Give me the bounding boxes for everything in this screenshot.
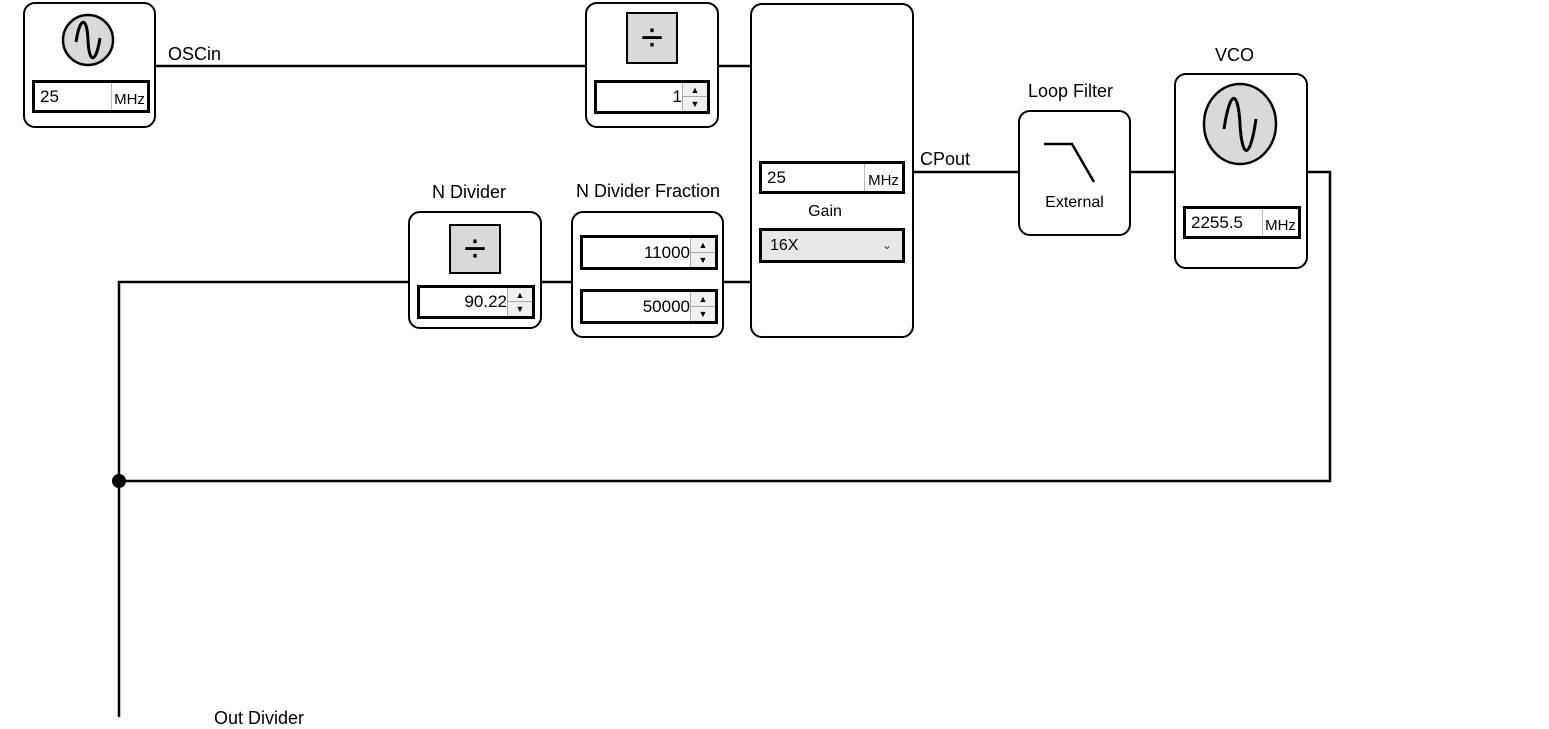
phase-detector-block: MHz Gain 16X ⌄ xyxy=(750,3,914,338)
divide-icon: ÷ xyxy=(449,224,501,274)
vco-unit: MHz xyxy=(1262,209,1298,236)
oscin-freq-input[interactable] xyxy=(35,83,115,110)
n-fraction-title: N Divider Fraction xyxy=(576,181,721,201)
r-divider-field[interactable]: ▲ ▼ xyxy=(594,80,710,114)
lowpass-filter-icon xyxy=(1044,142,1096,183)
sine-wave-icon xyxy=(61,13,115,67)
n-divider-spinner[interactable]: ▲ ▼ xyxy=(507,288,532,316)
oscillator-block: MHz xyxy=(23,2,156,128)
n-divider-input[interactable] xyxy=(420,288,512,316)
n-fraction-denominator-input[interactable] xyxy=(583,292,695,321)
n-divider-block: ÷ ▲ ▼ xyxy=(408,211,542,329)
wire-vco-feedback xyxy=(119,170,1332,483)
vco-freq-field[interactable]: MHz xyxy=(1183,206,1301,239)
r-divider-spinner[interactable]: ▲ ▼ xyxy=(682,83,707,111)
cpout-label: CPout xyxy=(920,149,971,169)
spin-up-icon[interactable]: ▲ xyxy=(508,288,532,302)
gain-label: Gain xyxy=(808,203,842,220)
junction-dot xyxy=(112,474,126,488)
denominator-spinner[interactable]: ▲ ▼ xyxy=(690,292,715,321)
spin-up-icon[interactable]: ▲ xyxy=(683,83,707,97)
n-fraction-denominator-field[interactable]: ▲ ▼ xyxy=(580,289,718,324)
loop-filter-block[interactable]: External xyxy=(1018,110,1131,236)
oscin-label: OSCin xyxy=(168,44,222,64)
spin-down-icon[interactable]: ▼ xyxy=(515,304,525,314)
pd-freq-field[interactable]: MHz xyxy=(759,161,905,194)
out-divider-label: Out Divider xyxy=(214,708,305,728)
vco-title: VCO xyxy=(1215,45,1255,65)
r-divider-input[interactable] xyxy=(597,83,687,111)
n-divider-field[interactable]: ▲ ▼ xyxy=(417,285,535,319)
numerator-spinner[interactable]: ▲ ▼ xyxy=(690,238,715,267)
wire-ndiv-feedback xyxy=(117,280,410,717)
chevron-down-icon: ⌄ xyxy=(881,238,892,252)
oscin-freq-field[interactable]: MHz xyxy=(32,80,150,113)
n-fraction-numerator-input[interactable] xyxy=(583,238,695,267)
vco-freq-input[interactable] xyxy=(1186,209,1266,236)
n-fraction-numerator-field[interactable]: ▲ ▼ xyxy=(580,235,718,270)
sine-wave-icon xyxy=(1202,82,1278,166)
oscin-unit: MHz xyxy=(111,83,147,110)
r-divider-block: ÷ ▲ ▼ xyxy=(585,2,719,128)
n-fraction-block: ▲ ▼ ▲ ▼ xyxy=(571,211,724,338)
spin-down-icon[interactable]: ▼ xyxy=(690,99,700,109)
spin-up-icon[interactable]: ▲ xyxy=(691,292,715,307)
spin-up-icon[interactable]: ▲ xyxy=(691,238,715,253)
pd-freq-unit: MHz xyxy=(864,164,902,191)
gain-select[interactable]: 16X ⌄ xyxy=(759,228,905,263)
loop-filter-type: External xyxy=(1045,194,1104,211)
spin-down-icon[interactable]: ▼ xyxy=(698,254,708,265)
gain-select-value: 16X xyxy=(770,236,799,254)
spin-down-icon[interactable]: ▼ xyxy=(698,308,708,319)
pd-freq-input[interactable] xyxy=(762,164,868,191)
vco-block: MHz xyxy=(1174,73,1308,269)
divide-icon: ÷ xyxy=(626,12,678,64)
n-divider-title: N Divider xyxy=(432,182,507,202)
loop-filter-title: Loop Filter xyxy=(1028,81,1114,101)
